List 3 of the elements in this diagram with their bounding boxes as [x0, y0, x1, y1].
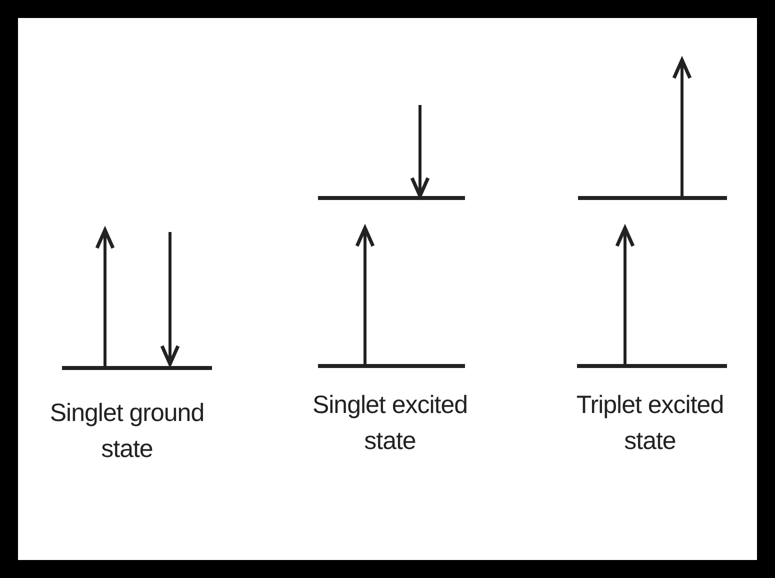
- state-label: Singlet excited state: [311, 390, 469, 457]
- state-label: Triplet excited state: [575, 390, 725, 457]
- state-label: Singlet ground state: [48, 398, 206, 465]
